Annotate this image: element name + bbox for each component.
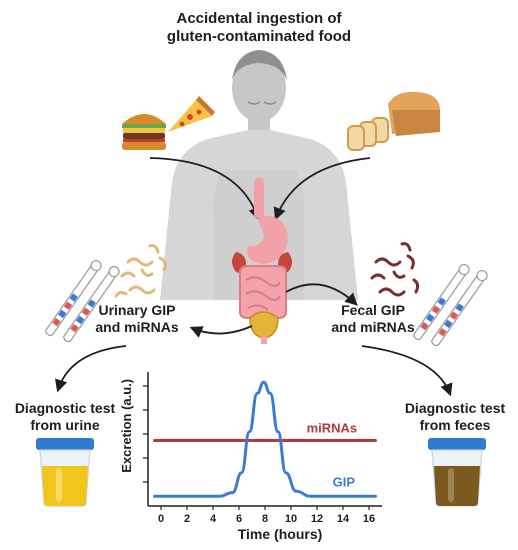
x-tick-label: 8 <box>262 513 268 525</box>
x-tick-label: 14 <box>337 513 350 525</box>
series-label-mirnas: miRNAs <box>307 420 358 435</box>
urinary-peptide-icon <box>114 244 167 298</box>
urine-test-arrow <box>55 345 127 393</box>
stomach-icon <box>247 178 288 264</box>
urine-cup-icon <box>36 438 94 507</box>
feces-cup-icon <box>428 438 486 507</box>
x-tick-label: 12 <box>311 513 323 525</box>
fecal-label-line-1: Fecal GIP <box>341 302 405 318</box>
urine-test-label-line-1: Diagnostic test <box>14 400 116 416</box>
x-tick-label: 10 <box>285 513 297 525</box>
fecal-peptide-icon <box>370 242 420 297</box>
x-tick-label: 16 <box>363 513 375 525</box>
series-line-gip <box>153 380 377 498</box>
fecal-label-line-2: and miRNAs <box>331 318 415 335</box>
urinary-label-line-1: Urinary GIP <box>98 302 176 318</box>
urinary-arrow <box>189 325 253 338</box>
bread-icon <box>347 91 440 151</box>
title-line-2: gluten-contaminated food <box>166 28 352 45</box>
test-strip-icon <box>45 259 120 343</box>
food-arrow-right <box>273 157 371 221</box>
intestine-icon <box>239 265 287 319</box>
bladder-icon <box>249 311 279 344</box>
urine-test-label: Diagnostic test from urine <box>0 400 130 434</box>
food-arrow-left <box>149 157 261 221</box>
burger-icon <box>122 114 166 150</box>
pizza-icon <box>168 96 215 132</box>
fecal-arrow <box>285 283 358 306</box>
fecal-label: Fecal GIP and miRNAs <box>318 302 428 336</box>
chart-x-title: Time (hours) <box>237 526 323 542</box>
test-strip-icon <box>413 263 488 347</box>
feces-test-label-line-1: Diagnostic test <box>404 400 506 416</box>
x-tick-label: 6 <box>236 513 242 525</box>
title-line-1: Accidental ingestion of <box>176 10 342 27</box>
feces-test-arrow <box>361 345 453 397</box>
feces-test-label-line-2: from feces <box>419 416 491 433</box>
series-label-gip: GIP <box>333 474 356 489</box>
x-tick-label: 4 <box>210 513 217 525</box>
feces-test-label: Diagnostic test from feces <box>392 400 518 434</box>
x-tick-label: 2 <box>184 513 190 525</box>
urine-test-label-line-2: from urine <box>30 416 100 433</box>
diagram-title: Accidental ingestion of gluten-contamina… <box>109 10 409 46</box>
chart-y-title: Excretion (a.u.) <box>119 378 135 473</box>
urinary-label-line-2: and miRNAs <box>95 318 179 335</box>
urinary-label: Urinary GIP and miRNAs <box>82 302 192 336</box>
x-tick-label: 0 <box>158 513 164 525</box>
